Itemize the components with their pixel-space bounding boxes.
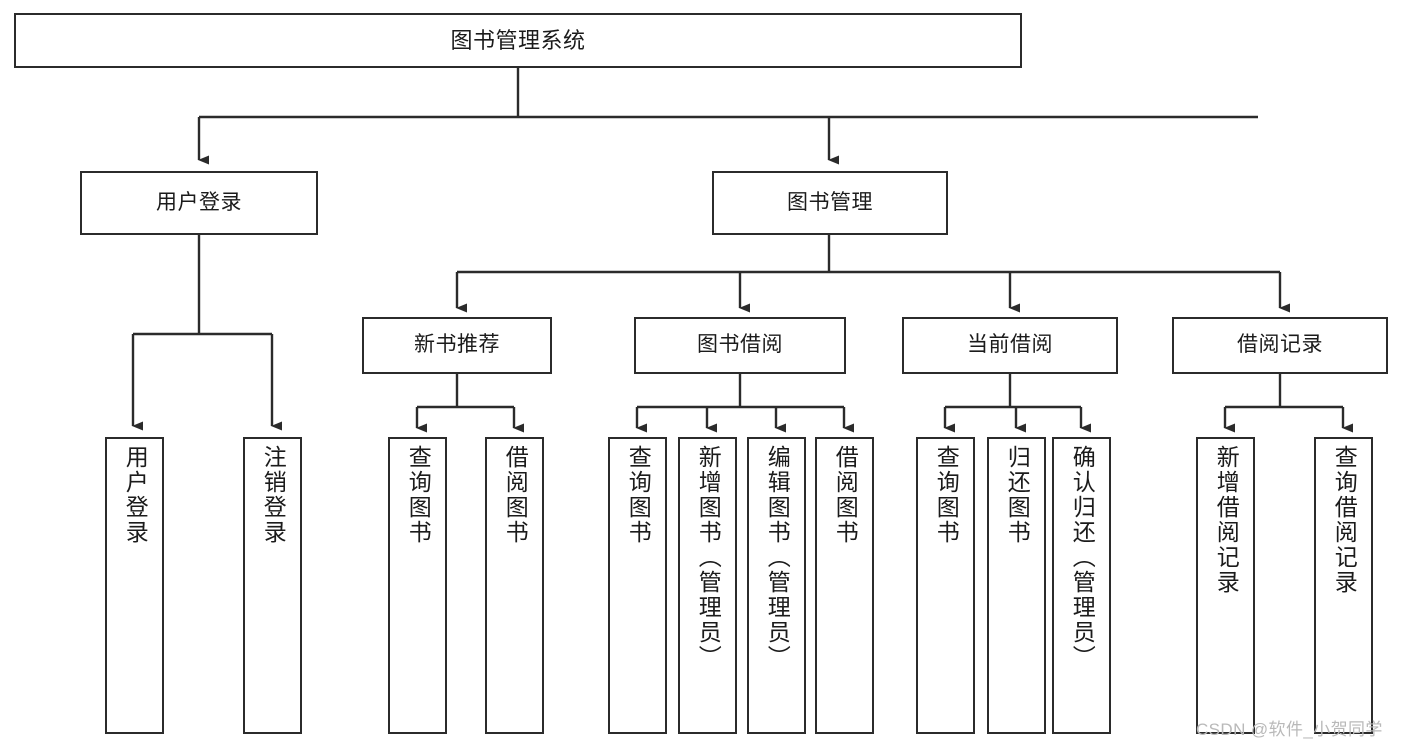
leaf-user-login[interactable]: 用户登录: [105, 437, 164, 734]
node-book-management-label: 图书管理: [787, 190, 873, 214]
node-current-borrow-label: 当前借阅: [967, 333, 1053, 357]
node-borrow-record-label: 借阅记录: [1237, 333, 1323, 357]
node-book-management[interactable]: 图书管理: [712, 171, 948, 235]
leaf-borrow-query-label: 查询图书: [625, 445, 652, 545]
edges-newbook: [415, 374, 524, 433]
leaf-borrow-edit-admin[interactable]: 编辑图书（管理员）: [747, 437, 806, 734]
node-user-login[interactable]: 用户登录: [80, 171, 318, 235]
leaf-borrow-query[interactable]: 查询图书: [608, 437, 667, 734]
node-current-borrow[interactable]: 当前借阅: [902, 317, 1118, 374]
leaf-newbook-query-label: 查询图书: [405, 445, 432, 545]
leaf-borrow-borrow-label: 借阅图书: [832, 445, 859, 545]
node-book-borrow-label: 图书借阅: [697, 333, 783, 357]
node-root-label: 图书管理系统: [450, 27, 586, 53]
node-user-login-label: 用户登录: [156, 190, 242, 214]
leaf-current-query[interactable]: 查询图书: [916, 437, 975, 734]
leaf-user-logout[interactable]: 注销登录: [243, 437, 302, 734]
leaf-borrow-borrow[interactable]: 借阅图书: [815, 437, 874, 734]
edges-borrow: [635, 374, 854, 433]
leaf-current-confirm-admin[interactable]: 确认归还（管理员）: [1052, 437, 1111, 734]
leaf-borrow-edit-admin-label: 编辑图书（管理员）: [764, 445, 791, 670]
node-borrow-record[interactable]: 借阅记录: [1172, 317, 1388, 374]
leaf-current-return-label: 归还图书: [1004, 445, 1031, 545]
leaf-record-add-label: 新增借阅记录: [1213, 445, 1240, 595]
leaf-record-query[interactable]: 查询借阅记录: [1314, 437, 1373, 734]
node-new-book-recommend[interactable]: 新书推荐: [362, 317, 552, 374]
node-root[interactable]: 图书管理系统: [14, 13, 1022, 68]
edges-login: [131, 235, 282, 431]
edges-current: [943, 374, 1091, 433]
node-new-book-recommend-label: 新书推荐: [414, 333, 500, 357]
leaf-user-logout-label: 注销登录: [260, 445, 287, 545]
leaf-current-return[interactable]: 归还图书: [987, 437, 1046, 734]
edges-record: [1223, 374, 1353, 433]
edges-root: [197, 68, 1258, 165]
node-book-borrow[interactable]: 图书借阅: [634, 317, 846, 374]
csdn-watermark: CSDN @软件_小贺同学: [1196, 720, 1383, 739]
edges-bookmgmt: [455, 235, 1290, 313]
leaf-newbook-query[interactable]: 查询图书: [388, 437, 447, 734]
leaf-record-query-label: 查询借阅记录: [1331, 445, 1358, 595]
leaf-newbook-borrow-label: 借阅图书: [502, 445, 529, 545]
leaf-current-query-label: 查询图书: [933, 445, 960, 545]
leaf-record-add[interactable]: 新增借阅记录: [1196, 437, 1255, 734]
leaf-borrow-add-admin-label: 新增图书（管理员）: [695, 445, 722, 670]
leaf-borrow-add-admin[interactable]: 新增图书（管理员）: [678, 437, 737, 734]
leaf-user-login-label: 用户登录: [122, 445, 149, 545]
leaf-current-confirm-admin-label: 确认归还（管理员）: [1069, 445, 1096, 670]
leaf-newbook-borrow[interactable]: 借阅图书: [485, 437, 544, 734]
